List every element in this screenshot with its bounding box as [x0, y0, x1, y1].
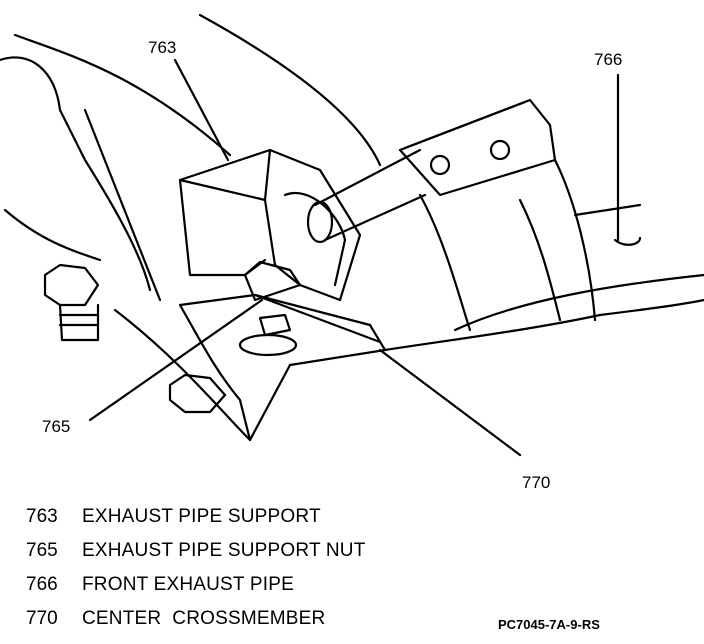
- callout-766: 766: [594, 50, 622, 69]
- crossmember-right: [383, 298, 704, 352]
- left-panel-edge-2: [83, 108, 162, 302]
- left-rail-upper: [13, 33, 232, 157]
- legend-description: EXHAUST PIPE SUPPORT NUT: [82, 540, 366, 561]
- support-nut: [238, 313, 298, 357]
- left-bracket-outline: [0, 56, 152, 292]
- pipe-hook: [613, 236, 642, 246]
- legend-description: CENTER CROSSMEMBER: [82, 608, 326, 629]
- legend-row: 766 FRONT EXHAUST PIPE: [26, 568, 366, 602]
- parts-legend: 763 EXHAUST PIPE SUPPORT 765 EXHAUST PIP…: [26, 500, 366, 636]
- leader-763: [173, 58, 230, 162]
- crossmember-right-top: [453, 273, 704, 332]
- leader-765: [88, 298, 264, 422]
- left-panel-edge: [3, 208, 102, 262]
- pipe-end: [306, 200, 334, 244]
- lower-bolt: [168, 373, 227, 414]
- pipe-side: [573, 203, 642, 217]
- callout-763: 763: [148, 38, 176, 57]
- pipe-body-inner: [518, 198, 562, 322]
- pipe-flange: [398, 98, 557, 197]
- support-bracket-fold: [263, 148, 272, 202]
- callout-770: 770: [522, 473, 550, 490]
- figure-code: PC7045-7A-9-RS: [498, 617, 600, 632]
- support-inner: [283, 192, 347, 287]
- support-pad: [243, 260, 302, 302]
- pipe-body-right: [553, 158, 597, 322]
- leader-770: [378, 348, 522, 457]
- legend-description: FRONT EXHAUST PIPE: [82, 574, 294, 595]
- flange-bolt-2: [489, 139, 511, 161]
- support-bracket: [178, 148, 362, 302]
- legend-description: EXHAUST PIPE SUPPORT: [82, 506, 321, 527]
- legend-row: 765 EXHAUST PIPE SUPPORT NUT: [26, 534, 366, 568]
- pipe-body-left: [418, 193, 472, 332]
- exhaust-support-illustration: 763 765 766 770: [0, 13, 704, 490]
- support-bracket-face: [178, 178, 267, 277]
- left-bolt: [43, 263, 100, 342]
- flange-bolt-1: [429, 154, 451, 176]
- legend-number: 765: [26, 540, 58, 561]
- crossmember: [178, 293, 387, 442]
- legend-row: 770 CENTER CROSSMEMBER: [26, 602, 366, 636]
- legend-number: 766: [26, 574, 58, 595]
- lower-body-edge: [113, 308, 252, 442]
- callout-765: 765: [42, 417, 70, 436]
- legend-number: 770: [26, 608, 58, 629]
- pipe-upper: [313, 148, 422, 207]
- legend-row: 763 EXHAUST PIPE SUPPORT: [26, 500, 366, 534]
- crossmember-lip: [253, 293, 382, 344]
- floor-pan-outline: [198, 13, 382, 167]
- pipe-lower: [323, 193, 427, 242]
- legend-number: 763: [26, 506, 58, 527]
- pipe-flange-top: [403, 100, 527, 150]
